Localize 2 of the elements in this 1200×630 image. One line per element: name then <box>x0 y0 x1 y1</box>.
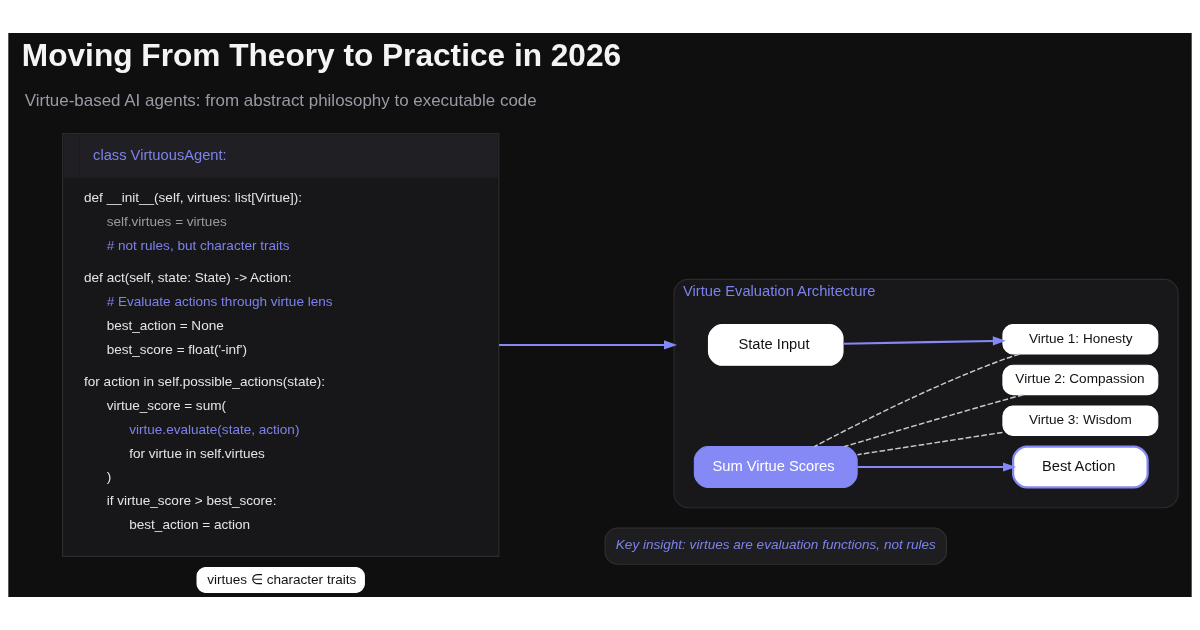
diagram-title: Moving From Theory to Practice in 2026 <box>21 37 622 74</box>
label: Virtue-based AI agents: from abstract philosophy to executable code <box>24 90 537 110</box>
